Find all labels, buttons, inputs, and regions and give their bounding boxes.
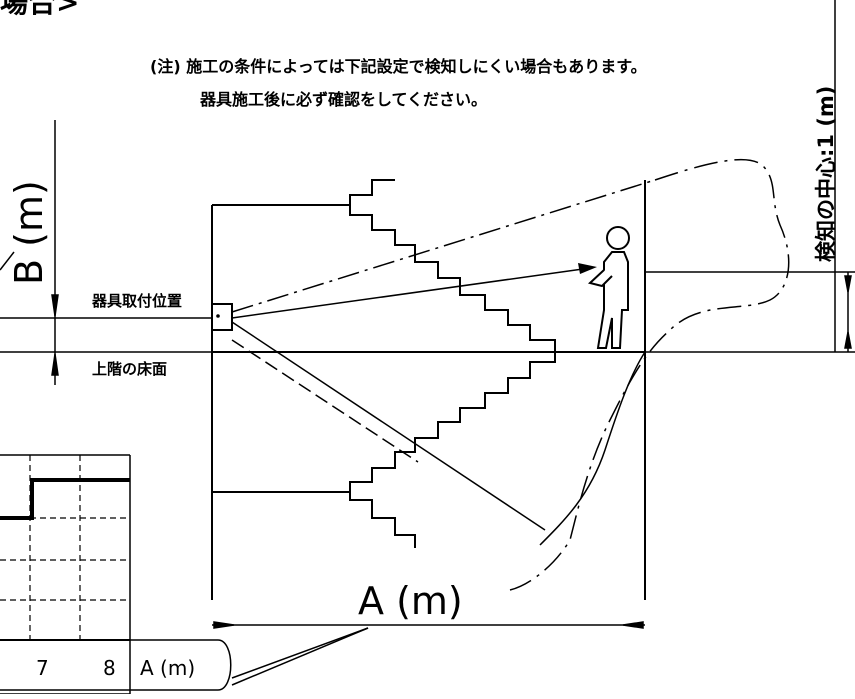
sensor-lens	[216, 314, 220, 318]
detection-center-dimension	[645, 0, 855, 352]
detection-lines	[231, 179, 656, 531]
upper-floor-label: 上階の床面	[92, 360, 167, 378]
b-dim-label: B (m)	[7, 180, 51, 285]
sensor-device	[211, 303, 233, 331]
b-dimension	[0, 120, 855, 385]
detection-center-label: 検知の中心:1 (m)	[814, 86, 838, 262]
detection-boundary-lower	[539, 351, 646, 546]
a-dimension	[212, 621, 645, 629]
note-line-2: 器具施工後に必ず確認をしてください。	[199, 90, 487, 109]
a-leader	[231, 627, 369, 686]
stairwell	[211, 180, 646, 600]
graph-axis-label: A (m)	[140, 656, 195, 680]
detection-boundary	[509, 158, 790, 591]
note-line-1: (注) 施工の条件によっては下記設定で検知しにくい場合もあります。	[150, 57, 647, 76]
heading-fragment: 場合>	[0, 0, 79, 19]
upper-stairs	[349, 179, 556, 352]
mount-position-label: 器具取付位置	[91, 292, 182, 310]
graph-tick-8: 8	[103, 656, 116, 680]
a-dim-label: A (m)	[358, 579, 463, 623]
b-dim-leader	[0, 251, 15, 271]
detection-arrow-head	[578, 263, 597, 274]
lower-stairs	[349, 352, 556, 548]
person-figure	[587, 226, 630, 349]
graph-tick-7: 7	[36, 656, 49, 680]
